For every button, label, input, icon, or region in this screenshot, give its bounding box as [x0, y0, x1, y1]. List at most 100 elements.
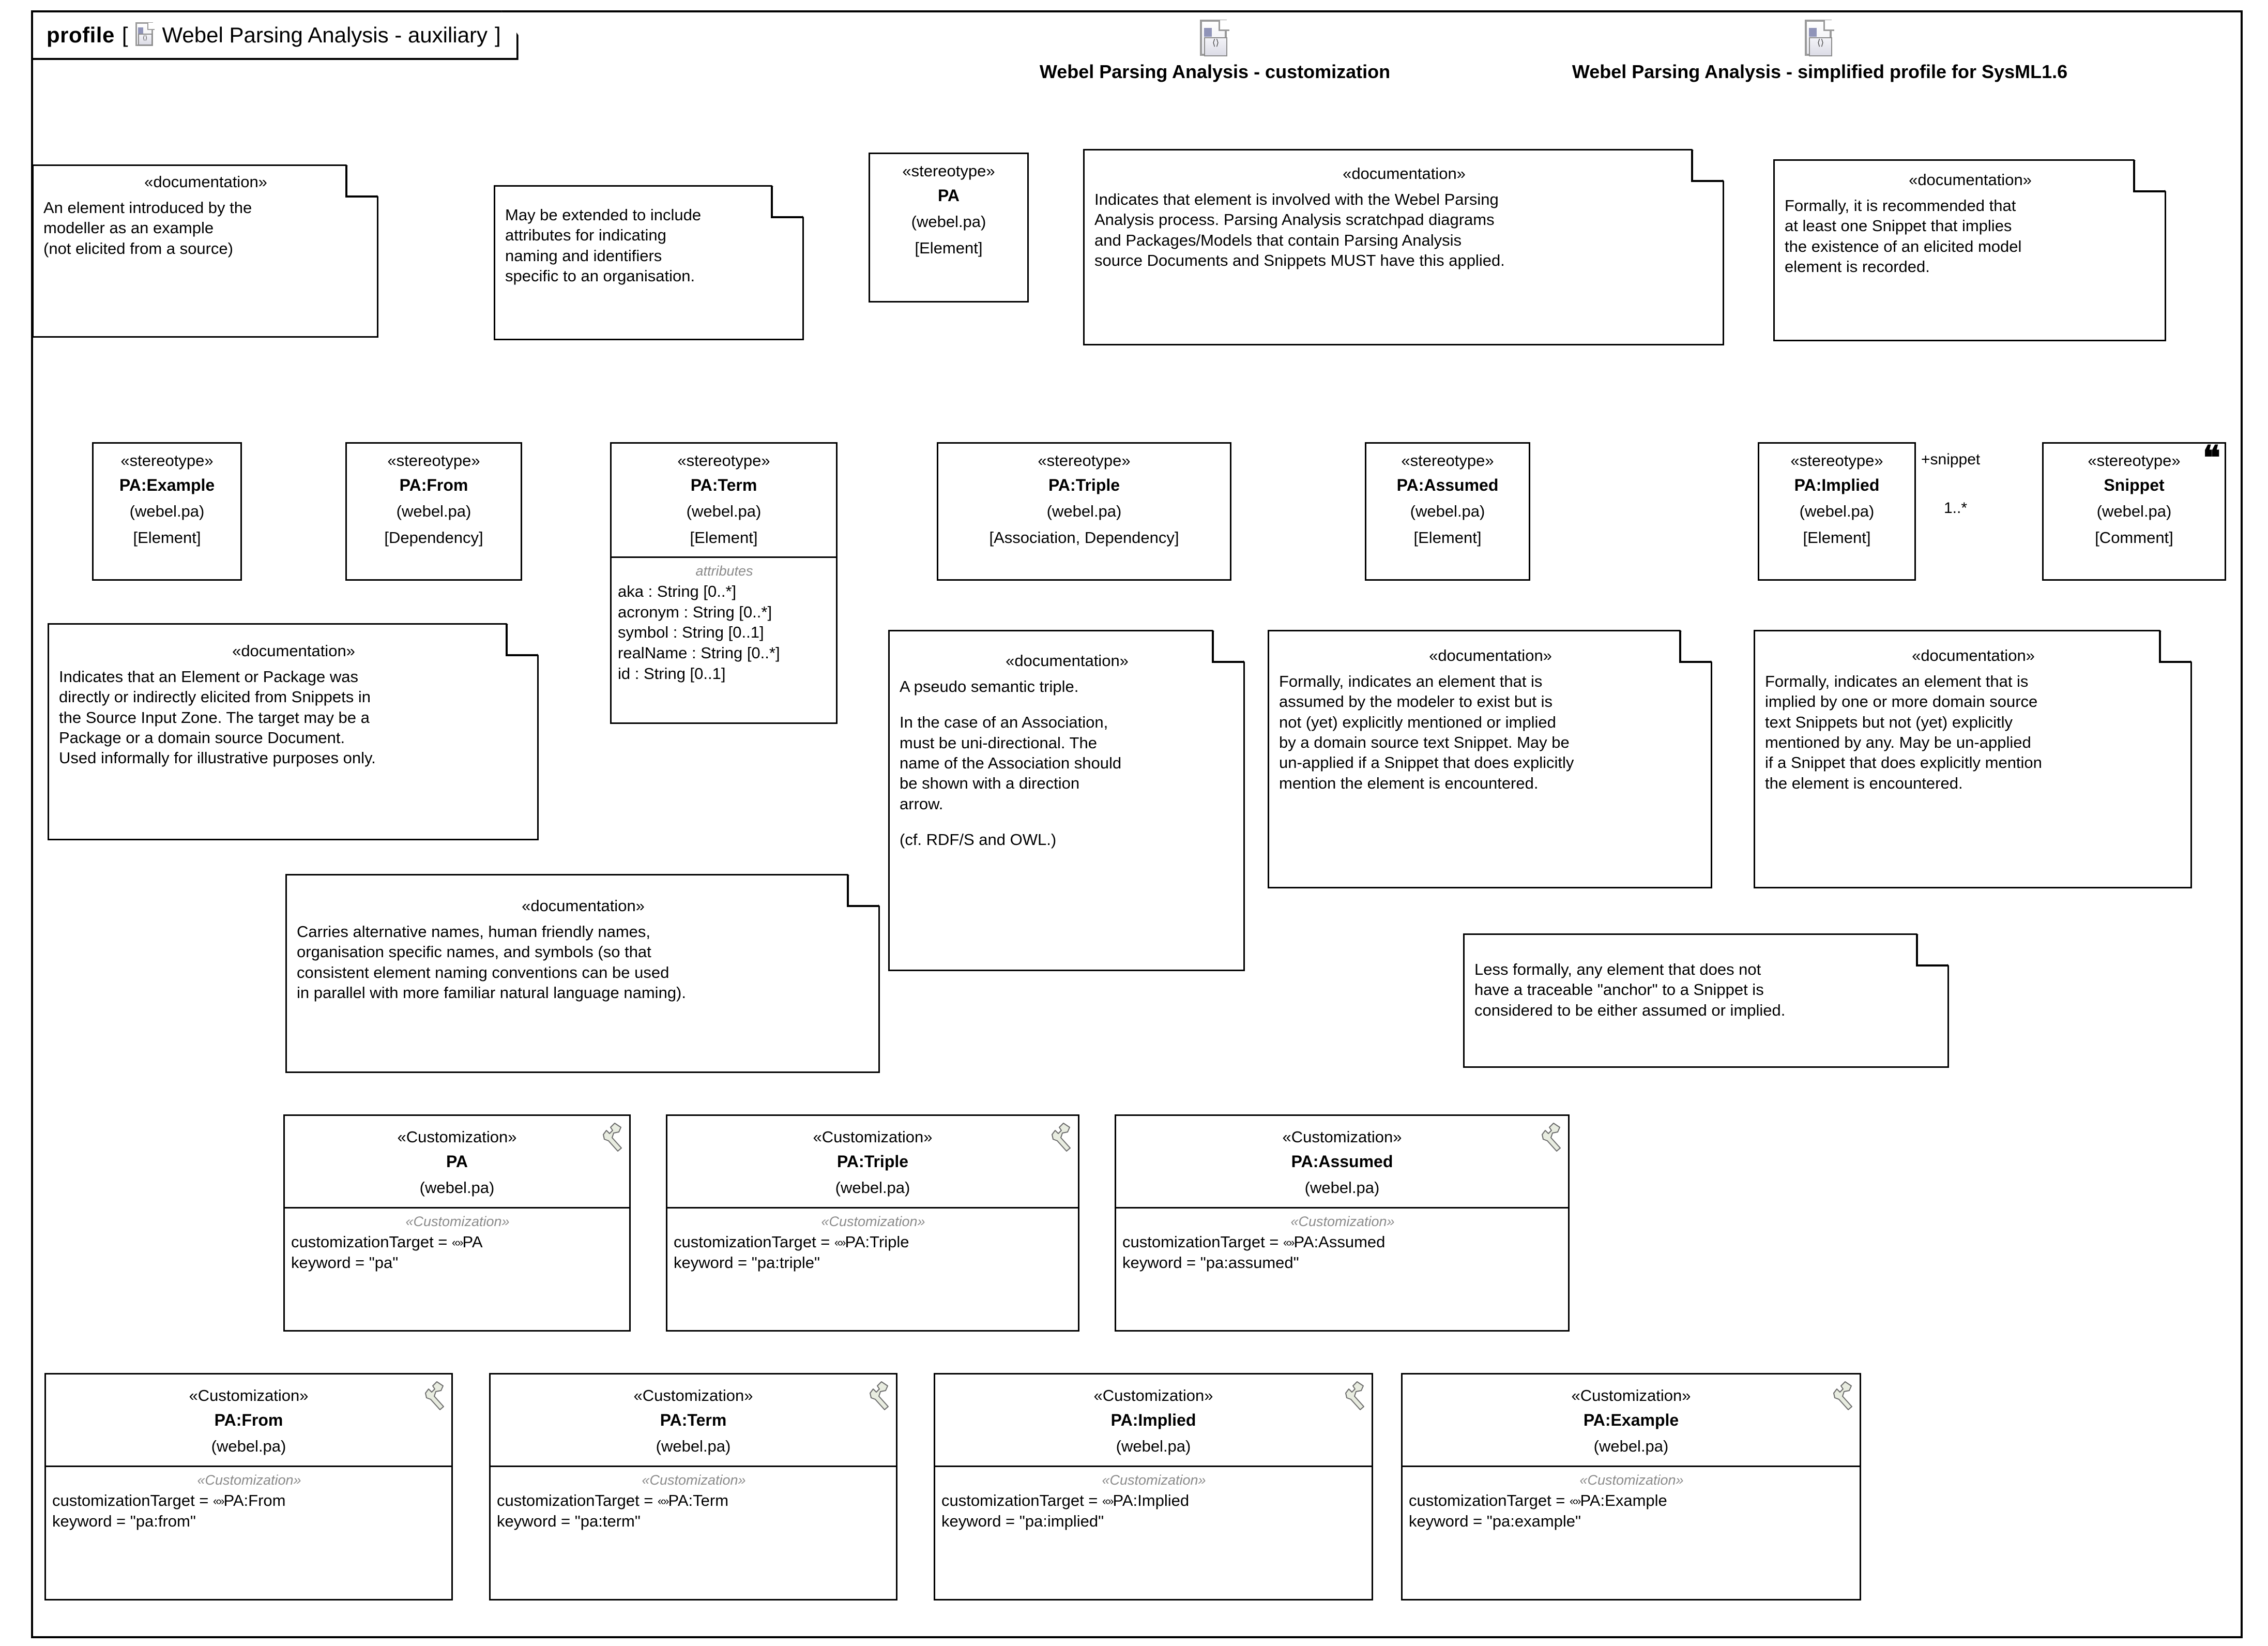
customization-pa-triple[interactable]: «Customization» PA:Triple (webel.pa) «Cu… [666, 1114, 1079, 1332]
note-line: (cf. RDF/S and OWL.) [900, 830, 1057, 849]
customization-pa-from[interactable]: «Customization» PA:From (webel.pa) «Cust… [44, 1373, 453, 1600]
compartment-label: «Customization» [405, 1213, 510, 1229]
wrench-icon [425, 1381, 444, 1410]
note-stereotype: «documentation» [1909, 171, 2032, 189]
note-stereotype: «documentation» [1912, 646, 2035, 665]
stereotype-pa-from[interactable]: «stereotype» PA:From (webel.pa) [Depende… [345, 442, 522, 581]
package-label-simplified-profile[interactable]: ⟨⟩ Webel Parsing Analysis - simplified p… [1479, 20, 2161, 83]
customization-pa-example[interactable]: «Customization» PA:Example (webel.pa) «C… [1401, 1373, 1861, 1600]
stereotype-metaclass: [Element] [1803, 528, 1871, 547]
note-line: mentioned by any. May be un-applied [1765, 733, 2031, 752]
customization-target-prefix: customizationTarget = [1122, 1232, 1284, 1251]
note-line: and Packages/Models that contain Parsing… [1094, 231, 1462, 249]
customization-keyword-row: keyword = "pa:triple" [674, 1254, 820, 1272]
customization-pa-term[interactable]: «Customization» PA:Term (webel.pa) «Cust… [489, 1373, 897, 1600]
stereotype-metaclass: [Element] [133, 528, 201, 547]
stereotype-metaclass: [Association, Dependency] [989, 528, 1179, 547]
customization-keyword: «Customization» [1571, 1386, 1691, 1405]
customization-name: PA [446, 1152, 468, 1171]
note-term-documentation[interactable]: «documentation» Carries alternative name… [285, 874, 880, 1073]
stereotype-pa-term[interactable]: «stereotype» PA:Term (webel.pa) [Element… [610, 442, 838, 724]
note-triple-documentation[interactable]: «documentation» A pseudo semantic triple… [888, 630, 1245, 971]
customization-package: (webel.pa) [835, 1179, 910, 1197]
guillemets: «» [658, 1494, 669, 1507]
note-line: name of the Association should [900, 754, 1122, 773]
compartment-label: «Customization» [821, 1213, 925, 1229]
note-line: organisation specific names, and symbols… [297, 943, 651, 961]
note-line: must be uni-directional. The [900, 733, 1097, 752]
stereotype-package: (webel.pa) [911, 213, 986, 231]
wrench-icon [1833, 1381, 1852, 1410]
stereotype-name: PA:From [399, 475, 468, 494]
stereotype-metaclass: [Comment] [2095, 528, 2173, 547]
note-may-be-extended[interactable]: May be extended to include attributes fo… [494, 185, 804, 340]
stereotype-package: (webel.pa) [1046, 502, 1122, 521]
stereotype-pa-assumed[interactable]: «stereotype» PA:Assumed (webel.pa) [Elem… [1365, 442, 1530, 581]
package-label-customization[interactable]: ⟨⟩ Webel Parsing Analysis - customizatio… [982, 20, 1448, 83]
stereotype-package: (webel.pa) [686, 502, 762, 521]
note-line: at least one Snippet that implies [1785, 217, 2012, 235]
customization-keyword: «Customization» [1093, 1386, 1213, 1405]
note-pa-documentation[interactable]: «documentation» Indicates that element i… [1083, 149, 1724, 345]
customization-target-value: PA:Triple [845, 1232, 909, 1251]
wrench-icon [870, 1381, 889, 1410]
note-line: not (yet) explicitly mentioned or implie… [1279, 713, 1556, 731]
stereotype-package: (webel.pa) [1799, 502, 1875, 521]
note-line: May be extended to include [505, 206, 702, 224]
package-label-text: Webel Parsing Analysis - simplified prof… [1572, 61, 2068, 82]
customization-package: (webel.pa) [1304, 1179, 1380, 1197]
customization-name: PA:Example [1583, 1410, 1679, 1429]
stereotype-snippet[interactable]: ❝ «stereotype» Snippet (webel.pa) [Comme… [2042, 442, 2226, 581]
customization-keyword: «Customization» [1282, 1128, 1402, 1146]
stereotype-pa-triple[interactable]: «stereotype» PA:Triple (webel.pa) [Assoc… [937, 442, 1231, 581]
compartment-label: «Customization» [1290, 1213, 1395, 1229]
customization-keyword-row: keyword = "pa:term" [497, 1512, 641, 1530]
stereotype-package: (webel.pa) [396, 502, 471, 521]
note-line: Indicates that an Element or Package was [59, 668, 358, 686]
guillemets: «» [452, 1235, 464, 1249]
compartment-label: «Customization» [642, 1472, 746, 1488]
customization-target-value: PA:Implied [1113, 1491, 1190, 1509]
customization-name: PA:Triple [836, 1152, 909, 1171]
customization-keyword: «Customization» [813, 1128, 933, 1146]
note-implied-documentation[interactable]: «documentation» Formally, indicates an e… [1754, 630, 2192, 888]
note-example-documentation[interactable]: «documentation» An element introduced by… [32, 164, 378, 338]
stereotype-package: (webel.pa) [1410, 502, 1485, 521]
guillemets: «» [1570, 1494, 1581, 1507]
note-line: attributes for indicating [505, 226, 666, 245]
note-assumed-documentation[interactable]: «documentation» Formally, indicates an e… [1268, 630, 1712, 888]
note-from-documentation[interactable]: «documentation» Indicates that an Elemen… [48, 623, 539, 840]
stereotype-pa[interactable]: «stereotype» PA (webel.pa) [Element] [869, 153, 1029, 303]
customization-target-value: PA [462, 1232, 483, 1251]
customization-pa-assumed[interactable]: «Customization» PA:Assumed (webel.pa) «C… [1115, 1114, 1570, 1332]
stereotype-package: (webel.pa) [129, 502, 205, 521]
guillemets: «» [213, 1494, 225, 1507]
customization-keyword-row: keyword = "pa:from" [52, 1512, 196, 1530]
note-line: Carries alternative names, human friendl… [297, 923, 651, 941]
note-line: modeller as an example [43, 219, 214, 237]
note-line: Formally, indicates an element that is [1765, 672, 2029, 690]
customization-target-value: PA:From [223, 1491, 286, 1509]
customization-pa[interactable]: «Customization» PA (webel.pa) «Customiza… [283, 1114, 631, 1332]
note-less-formally[interactable]: Less formally, any element that does not… [1463, 933, 1949, 1068]
note-snippet-documentation[interactable]: «documentation» Formally, it is recommen… [1773, 159, 2166, 341]
stereotype-pa-example[interactable]: «stereotype» PA:Example (webel.pa) [Elem… [92, 442, 242, 581]
stereotype-name: PA [937, 186, 960, 205]
note-line: A pseudo semantic triple. [900, 677, 1079, 696]
stereotype-keyword: «stereotype» [387, 451, 480, 470]
customization-package: (webel.pa) [656, 1437, 731, 1456]
quote-icon: ❝ [2202, 440, 2220, 476]
customization-pa-implied[interactable]: «Customization» PA:Implied (webel.pa) «C… [934, 1373, 1373, 1600]
note-line: Formally, indicates an element that is [1279, 672, 1543, 690]
profile-frame-header[interactable]: profile [ ⟨⟩ Webel Parsing Analysis - au… [31, 10, 519, 60]
customization-target-value: PA:Assumed [1293, 1232, 1386, 1251]
note-line: assumed by the modeler to exist but is [1279, 692, 1552, 711]
wrench-icon [603, 1123, 622, 1152]
note-line: specific to an organisation. [505, 267, 695, 285]
attribute-row: id : String [0..1] [618, 664, 726, 683]
note-line: naming and identifiers [505, 246, 662, 265]
stereotype-pa-implied[interactable]: «stereotype» PA:Implied (webel.pa) [Elem… [1758, 442, 1916, 581]
profile-document-icon: ⟨⟩ [1200, 20, 1230, 59]
note-line: be shown with a direction [900, 774, 1080, 793]
compartment-label: «Customization» [197, 1472, 301, 1488]
